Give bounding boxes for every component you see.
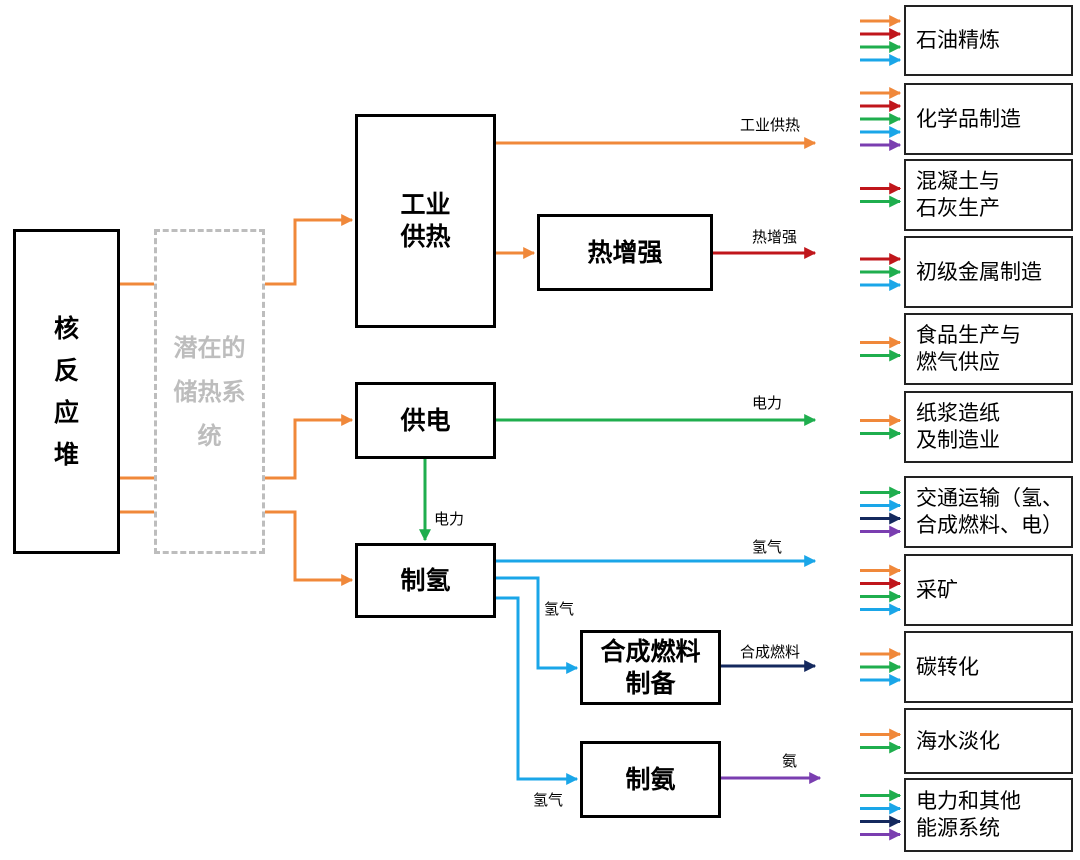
industry-label: 采矿 — [916, 577, 958, 602]
flow-label-heat-boost: 热增强 — [752, 228, 798, 246]
industry-box: 采矿 — [904, 554, 1073, 626]
flow-label-power: 电力 — [752, 394, 783, 412]
ammonia-box: 制氨 — [580, 741, 721, 818]
flow-label-hydrogen-to-synfuel: 氢气 — [544, 600, 575, 618]
storage-label: 潜在的储热系统 — [173, 333, 246, 450]
industrial-heat-box: 工业供热 — [355, 114, 496, 328]
flow-label-hydrogen: 氢气 — [752, 538, 783, 556]
ammonia-label: 制氨 — [625, 764, 676, 794]
industrial-heat-label: 工业供热 — [400, 190, 451, 251]
hydrogen-box: 制氢 — [355, 543, 496, 618]
industry-label: 纸浆造纸 及制造业 — [916, 401, 1000, 452]
industry-label: 化学品制造 — [916, 106, 1021, 131]
flow-label-synfuel: 合成燃料 — [740, 643, 801, 661]
hydrogen-label: 制氢 — [400, 565, 451, 595]
synfuel-label: 合成燃料制备 — [600, 636, 701, 698]
hydrogen-to-synfuel-connector — [496, 576, 579, 674]
industry-label: 电力和其他 能源系统 — [916, 789, 1021, 840]
industry-box: 碳转化 — [904, 631, 1073, 703]
storage-box: 潜在的储热系统 — [154, 229, 265, 554]
industry-box: 初级金属制造 — [904, 236, 1073, 308]
industry-box: 化学品制造 — [904, 83, 1073, 155]
industry-box: 海水淡化 — [904, 708, 1073, 774]
industry-box: 食品生产与 燃气供应 — [904, 313, 1073, 385]
flow-label-ammonia: 氨 — [782, 752, 798, 770]
reactor-box: 核反应堆 — [13, 229, 120, 554]
industry-label: 碳转化 — [916, 654, 979, 679]
industry-label: 海水淡化 — [916, 728, 1000, 753]
flow-label-industrial-heat: 工业供热 — [740, 116, 801, 134]
hydrogen-to-ammonia-connector — [496, 596, 579, 785]
industry-label: 食品生产与 燃气供应 — [916, 323, 1021, 374]
industry-box: 石油精炼 — [904, 5, 1073, 76]
industry-box: 交通运输（氢、 合成燃料、电） — [904, 476, 1073, 548]
industry-label: 石油精炼 — [916, 28, 1000, 52]
industry-box: 混凝土与 石灰生产 — [904, 159, 1073, 231]
flow-label-power-to-hydrogen: 电力 — [434, 510, 465, 528]
industry-label: 混凝土与 石灰生产 — [916, 169, 1000, 220]
power-label: 供电 — [400, 405, 451, 435]
synfuel-box: 合成燃料制备 — [580, 630, 721, 705]
power-box: 供电 — [355, 382, 496, 459]
heat-boost-box: 热增强 — [537, 214, 713, 291]
industry-box: 纸浆造纸 及制造业 — [904, 391, 1073, 463]
industry-box: 电力和其他 能源系统 — [904, 778, 1073, 852]
reactor-label: 核反应堆 — [53, 313, 79, 469]
industry-label: 初级金属制造 — [916, 259, 1042, 284]
industry-input-arrows — [860, 15, 902, 841]
heat-boost-label: 热增强 — [587, 237, 663, 267]
industry-label: 交通运输（氢、 合成燃料、电） — [916, 486, 1063, 537]
flow-label-hydrogen-to-ammonia: 氢气 — [533, 791, 564, 809]
